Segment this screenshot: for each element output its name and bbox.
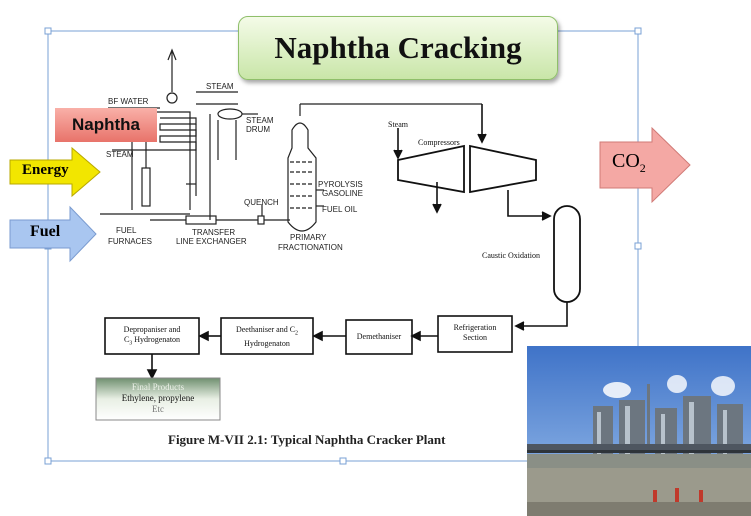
compressor-lines <box>393 104 552 221</box>
fuel-label: Fuel <box>30 223 61 240</box>
caustic-line <box>514 302 568 331</box>
refrigeration-text: Refrigeration Section <box>453 323 497 342</box>
deethaniser-text: Deethaniser and C2 Hydrogenaton <box>235 325 299 348</box>
compressors-label: Compressors <box>418 138 460 147</box>
caustic-label: Caustic Oxidation <box>482 251 540 260</box>
process-arrows <box>146 330 438 380</box>
selection-handle[interactable] <box>339 457 347 465</box>
transfer-label-1: TRANSFER <box>192 228 236 237</box>
steam-drum-label-2: DRUM <box>246 125 270 134</box>
depropaniser-text: Depropaniser and C3 Hydrogenaton <box>123 325 181 347</box>
steam-comp-label: Steam <box>388 120 408 129</box>
caustic-vessel <box>553 205 581 303</box>
figure-caption: Figure M-VII 2.1: Typical Naphtha Cracke… <box>168 432 446 447</box>
fuel-oil-label: FUEL OIL <box>322 205 358 214</box>
selection-handle[interactable] <box>44 27 52 35</box>
fractionation-column <box>287 103 482 232</box>
pyrolysis-label-2: GASOLINE <box>322 189 363 198</box>
deethaniser-box <box>220 317 314 355</box>
energy-arrow <box>9 146 101 198</box>
compressors <box>397 144 537 194</box>
page-title: Naphtha Cracking <box>238 16 558 80</box>
furnace-schematic <box>100 48 290 225</box>
primary-label-2: FRACTIONATION <box>278 243 343 252</box>
selection-handle[interactable] <box>634 27 642 35</box>
demethaniser-box <box>345 319 413 355</box>
refrigeration-box <box>437 315 513 353</box>
co2-arrow <box>599 126 691 204</box>
plant-photo <box>527 346 751 516</box>
depropaniser-box <box>104 317 200 355</box>
primary-label-1: PRIMARY <box>290 233 327 242</box>
selection-handle[interactable] <box>634 242 642 250</box>
demethaniser-text: Demethaniser <box>356 332 402 341</box>
plant-photo-illustration <box>527 346 751 516</box>
bf-water-label: BF WATER <box>108 97 149 106</box>
steam-drum-label-1: STEAM <box>246 116 274 125</box>
selection-handle[interactable] <box>44 457 52 465</box>
quench-label: QUENCH <box>244 198 279 207</box>
final-products-text: Final Products Ethylene, propylene Etc <box>121 382 195 414</box>
energy-label: Energy <box>22 162 69 178</box>
transfer-label-2: LINE EXCHANGER <box>176 237 247 246</box>
final-products-box <box>95 377 221 421</box>
fuel-arrow <box>9 205 97 263</box>
fuel-furnaces-label-2: FURNACES <box>108 237 153 246</box>
steam-left-label: STEAM <box>106 150 134 159</box>
co2-label: CO2 <box>612 150 646 175</box>
naphtha-label: Naphtha <box>55 108 157 142</box>
steam-top-label: STEAM <box>206 82 234 91</box>
fuel-furnaces-label-1: FUEL <box>116 226 137 235</box>
pyrolysis-label-1: PYROLYSIS <box>318 180 363 189</box>
